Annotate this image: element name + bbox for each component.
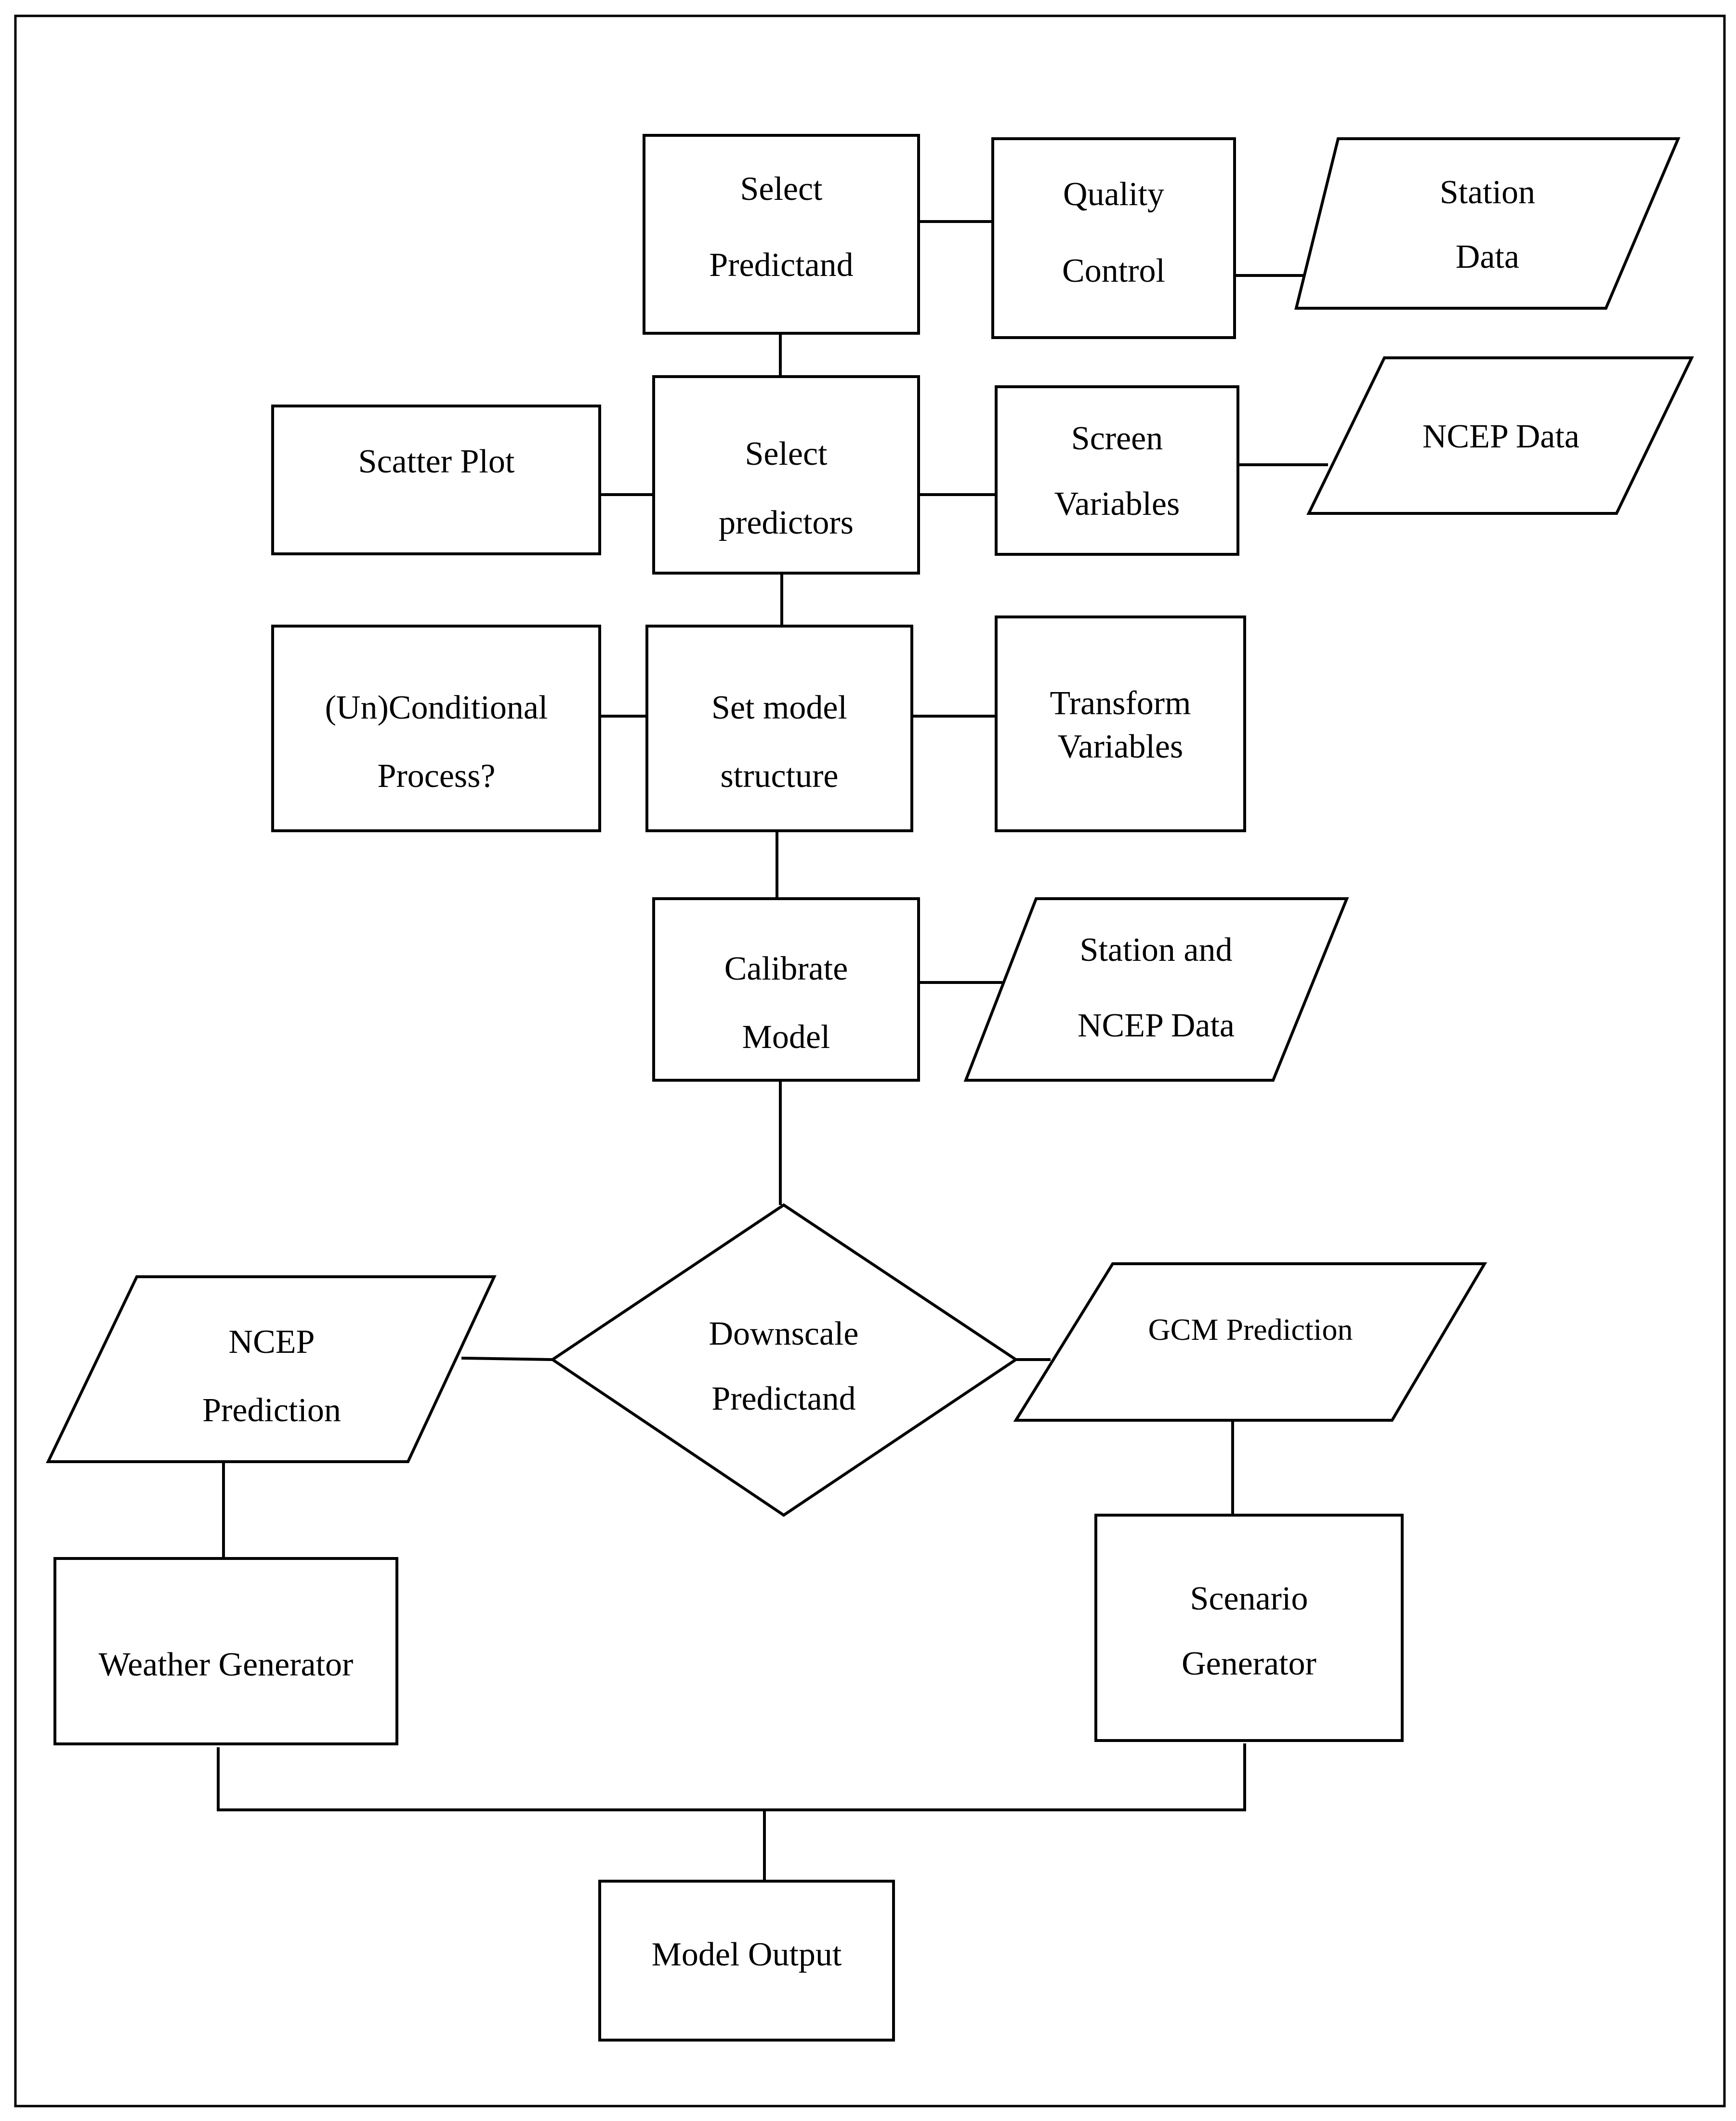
scenario-generator-label-2: Generator [1182,1645,1316,1682]
select-predictand-label-1: Select [740,170,823,208]
station-data-label-1: Station [1440,174,1535,211]
unconditional-label-2: Process? [378,758,496,795]
quality-control-label-2: Control [1062,252,1165,289]
outer-frame [14,14,1726,2108]
select-predictors-label-1: Select [745,435,828,472]
downscale-label-1: Downscale [709,1315,858,1352]
ncep-data-label: NCEP Data [1422,418,1579,455]
node-model-output: Model Output [598,1880,895,2042]
node-set-model-structure: Set model structure [645,625,913,832]
node-weather-generator: Weather Generator [53,1557,398,1745]
node-scenario-generator: Scenario Generator [1094,1514,1404,1742]
ncep-prediction-label-1: NCEP [229,1323,315,1361]
node-ncep-prediction: NCEP Prediction [46,1275,497,1463]
station-data-label-2: Data [1456,238,1519,275]
edge-ncepprediction-downscale [461,1357,553,1361]
node-station-data: Station Data [1294,137,1681,310]
calibrate-model-label-2: Model [742,1019,830,1056]
node-select-predictand: Select Predictand [643,134,920,335]
downscale-label-2: Predictand [711,1380,855,1417]
scatter-plot-label: Scatter Plot [358,443,515,480]
calibrate-model-label-1: Calibrate [724,950,848,987]
transform-variables-label-1: Transform [1050,685,1191,722]
node-screen-variables: Screen Variables [995,385,1239,556]
node-gcm-prediction: GCM Prediction [1013,1262,1487,1422]
select-predictand-label-2: Predictand [709,247,853,284]
station-ncep-label-2: NCEP Data [1078,1007,1235,1044]
node-transform-variables: Transform Variables [995,615,1246,832]
screen-variables-label-1: Screen [1071,420,1163,457]
gcm-prediction-label: GCM Prediction [1148,1312,1353,1347]
model-output-label: Model Output [652,1936,842,1973]
node-scatter-plot: Scatter Plot [271,405,601,555]
ncep-prediction-label-2: Prediction [202,1392,341,1429]
connectors [217,220,1328,1881]
station-ncep-label-1: Station and [1080,931,1233,969]
node-select-predictors: Select predictors [652,375,920,575]
screen-variables-label-2: Variables [1054,485,1180,523]
set-model-structure-label-2: structure [721,758,839,795]
node-ncep-data: NCEP Data [1306,356,1694,515]
node-quality-control: Quality Control [991,137,1236,339]
node-downscale-predictand: Downscale Predictand [550,1203,1019,1517]
node-calibrate-model: Calibrate Model [652,897,920,1082]
node-station-ncep-data: Station and NCEP Data [963,897,1349,1082]
transform-variables-label-2: Variables [1058,728,1183,765]
quality-control-label-1: Quality [1063,176,1164,213]
weather-generator-label: Weather Generator [99,1646,354,1683]
unconditional-label-1: (Un)Conditional [325,689,548,726]
scenario-generator-label-1: Scenario [1190,1580,1308,1617]
set-model-structure-label-1: Set model [711,689,847,726]
node-unconditional-process: (Un)Conditional Process? [271,625,601,832]
select-predictors-label-2: predictors [719,504,854,541]
